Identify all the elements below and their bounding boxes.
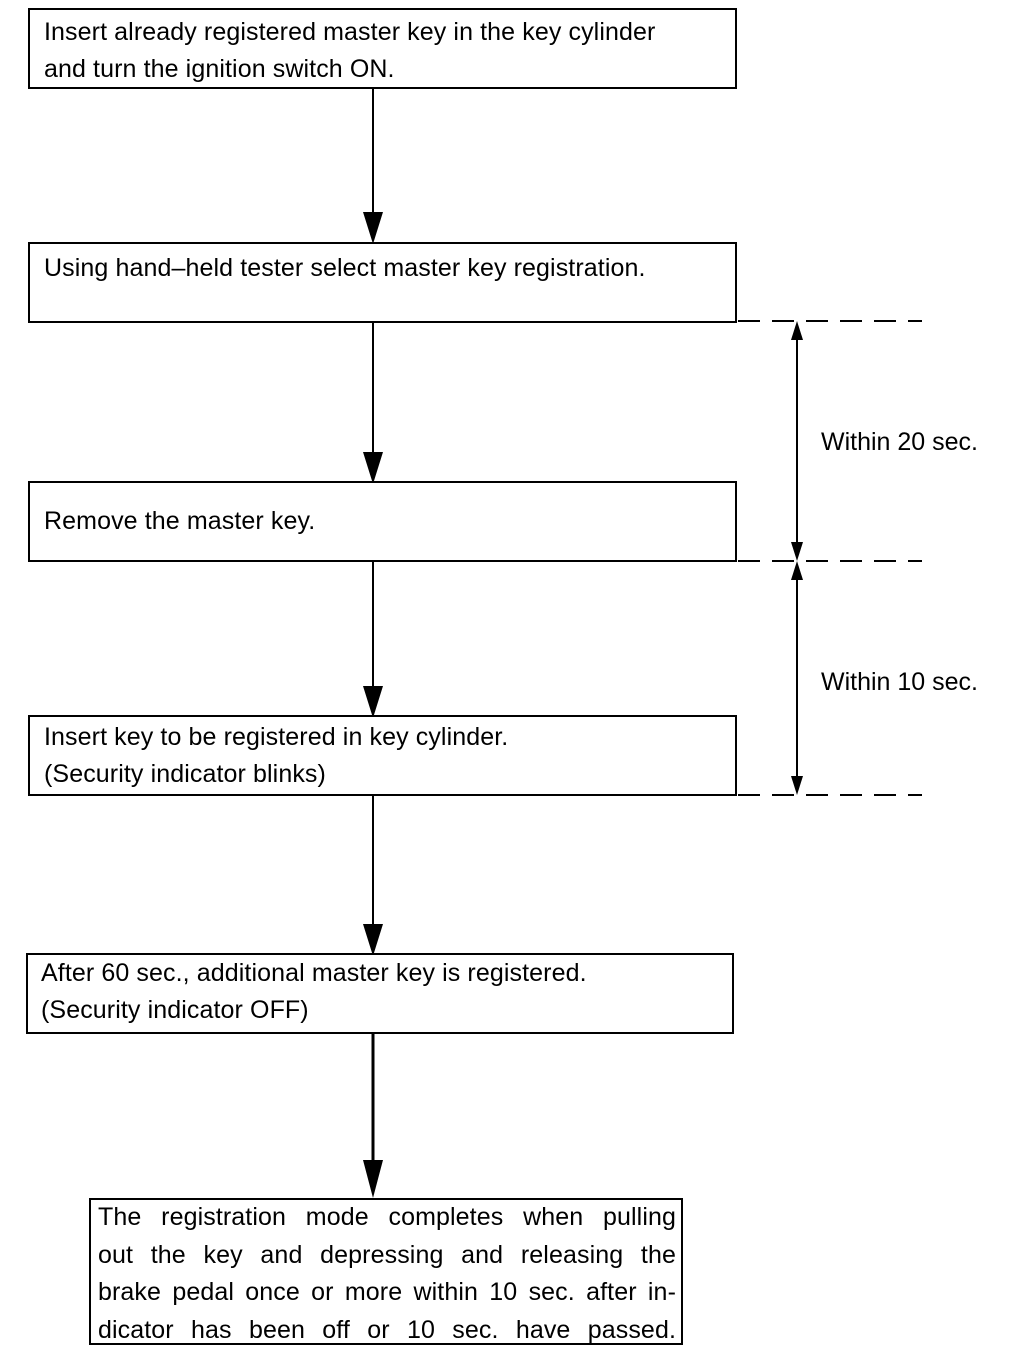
- step-3-text: Remove the master key.: [44, 507, 316, 535]
- step-box-2: Using hand–held tester select master key…: [28, 242, 737, 323]
- timing-label-20-sec: Within 20 sec.: [821, 428, 979, 456]
- flow-arrow-3: [363, 561, 383, 718]
- step-2-text: Using hand–held tester select master key…: [44, 254, 646, 282]
- step-box-4: Insert key to be registered in key cylin…: [28, 715, 737, 796]
- step-1-text: Insert already registered master key in …: [44, 18, 656, 83]
- step-box-6: The registration mode completes when pul…: [89, 1198, 683, 1345]
- flow-arrow-4: [363, 795, 383, 956]
- step-box-5: After 60 sec., additional master key is …: [26, 953, 734, 1034]
- timing-label-10-sec: Within 10 sec.: [821, 668, 979, 696]
- timing-arrow-20-sec: [791, 321, 803, 561]
- flow-arrow-2: [363, 322, 383, 484]
- step-6-text: The registration mode completes when pul…: [98, 1203, 676, 1344]
- timing-arrow-10-sec: [791, 561, 803, 795]
- flow-arrow-5: [363, 1033, 383, 1198]
- step-box-3: Remove the master key.: [28, 481, 737, 562]
- dashed-reference-lines: [738, 320, 922, 796]
- flow-arrow-1: [363, 88, 383, 244]
- step-box-1: Insert already registered master key in …: [28, 8, 737, 89]
- step-5-text: After 60 sec., additional master key is …: [41, 959, 587, 1024]
- step-4-text: Insert key to be registered in key cylin…: [44, 723, 509, 788]
